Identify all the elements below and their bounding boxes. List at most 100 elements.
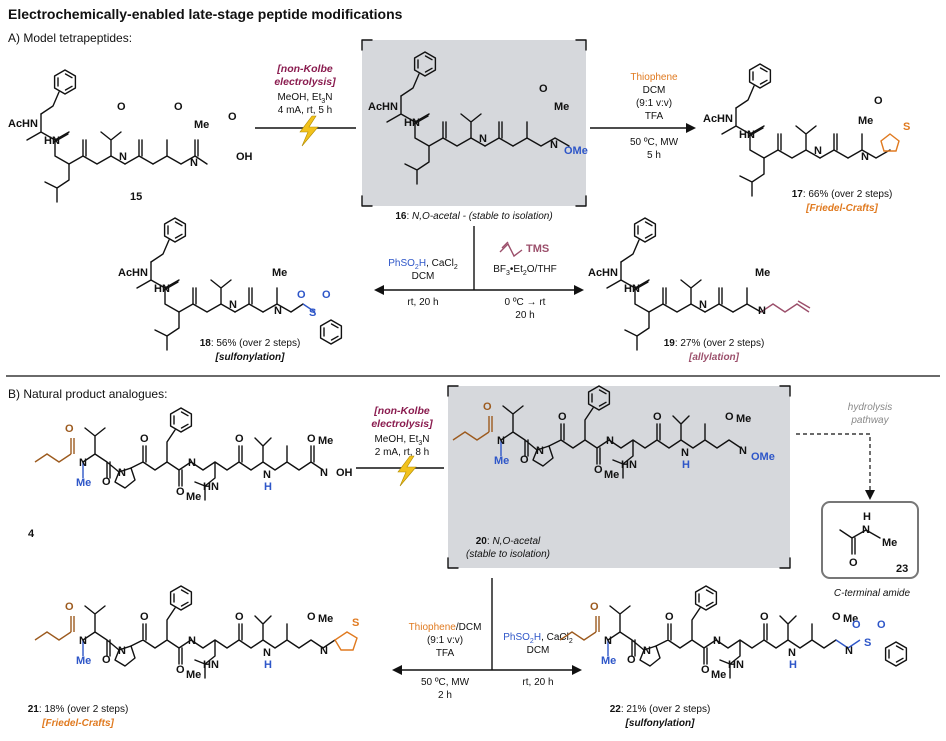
atom-n: N — [862, 524, 870, 536]
atom-o: O — [665, 611, 674, 623]
atom-hn: HN — [728, 659, 744, 671]
cond-a-sulf-line1: PhSO2H, CaCl2 — [388, 258, 458, 271]
cond-b1-line4: 2 mA, rt, 8 h — [375, 447, 429, 458]
atom-me: Me — [736, 413, 751, 425]
cond-b-thio-line4: 50 ºC, MW — [421, 677, 470, 688]
atom-n: N — [604, 635, 612, 647]
atom-o: O — [832, 611, 841, 623]
atom-achn: AcHN — [588, 267, 618, 279]
atom-me: Me — [711, 669, 726, 681]
atom-o: O — [235, 611, 244, 623]
scheme-title: Electrochemically-enabled late-stage pep… — [8, 6, 403, 22]
atom-me: Me — [882, 537, 897, 549]
atom-h: H — [863, 511, 871, 523]
atom-n: N — [79, 635, 87, 647]
atom-hn: HN — [404, 117, 420, 129]
atom-me: Me — [186, 491, 201, 503]
cond-b-thio-line1: Thiophene/DCM — [409, 622, 482, 633]
atom-n: N — [229, 299, 237, 311]
compound-20-label: 20: N,O-acetal — [476, 536, 541, 547]
atom-s: S — [864, 637, 871, 649]
compound-17-tag: [Friedel-Crafts] — [805, 203, 878, 214]
atom-me: Me — [272, 267, 287, 279]
atom-achn: AcHN — [703, 113, 733, 125]
compound-20-structure — [452, 385, 742, 479]
cond-b-sulf-line3: rt, 20 h — [522, 677, 553, 688]
cond-b-sulf-line2: DCM — [527, 645, 550, 656]
atom-n: N — [643, 645, 651, 657]
atom-o: O — [176, 664, 185, 676]
compound-4-label: 4 — [28, 528, 35, 540]
atom-o: O — [174, 101, 183, 113]
atom-n: N — [119, 151, 127, 163]
cond-a-thio-line2: DCM — [643, 85, 666, 96]
thiophene-ring — [880, 133, 900, 152]
atom-n: N — [274, 305, 282, 317]
arrowhead — [686, 123, 696, 133]
arrowhead — [572, 665, 582, 675]
atom-o: O — [877, 619, 886, 631]
atom-me: Me — [494, 455, 509, 467]
atom-me: Me — [186, 669, 201, 681]
atom-n: N — [699, 299, 707, 311]
atom-hn: HN — [739, 129, 755, 141]
atom-o: O — [627, 654, 636, 666]
atom-tms: TMS — [526, 243, 549, 255]
atom-o: O — [594, 464, 603, 476]
section-b-heading: B) Natural product analogues: — [8, 387, 167, 401]
cond-a-thio-line4: TFA — [645, 111, 664, 122]
atom-n: N — [263, 647, 271, 659]
atom-o: O — [539, 83, 548, 95]
atom-me: Me — [76, 655, 91, 667]
atom-h: H — [264, 481, 272, 493]
compound-22-tag: [sulfonylation] — [625, 718, 696, 729]
cond-b1-line2: electrolysis] — [371, 418, 433, 430]
atom-o: O — [235, 433, 244, 445]
compound-21-label: 21: 18% (over 2 steps) — [28, 704, 129, 715]
atom-s: S — [352, 617, 359, 629]
atom-hn: HN — [44, 135, 60, 147]
atom-n: N — [845, 645, 853, 657]
atom-n: N — [188, 635, 196, 647]
compound-18-structure — [137, 218, 343, 350]
compound-15-label: 15 — [130, 191, 142, 203]
compound-15-structure — [27, 70, 208, 202]
cond-a-thio-line5: 50 ºC, MW — [630, 137, 679, 148]
atom-me: Me — [194, 119, 209, 131]
atom-me: Me — [601, 655, 616, 667]
atom-o: O — [725, 411, 734, 423]
atom-n: N — [550, 139, 558, 151]
atom-o: O — [874, 95, 883, 107]
atom-n: N — [118, 645, 126, 657]
compound-17-label: 17: 66% (over 2 steps) — [792, 189, 893, 200]
atom-n: N — [320, 645, 328, 657]
compound-23-box — [821, 501, 919, 579]
atom-o: O — [849, 557, 858, 569]
atom-h: H — [682, 459, 690, 471]
atom-o: O — [102, 654, 111, 666]
atom-me: Me — [858, 115, 873, 127]
atom-achn: AcHN — [118, 267, 148, 279]
atom-me: Me — [604, 469, 619, 481]
allyl-tms-reagent — [499, 242, 523, 258]
atom-o: O — [140, 611, 149, 623]
atom-n: N — [188, 457, 196, 469]
hydrolysis-arrow — [796, 433, 871, 492]
compound-21-structure — [34, 585, 358, 679]
atom-hn: HN — [621, 459, 637, 471]
arrowhead — [574, 285, 584, 295]
atom-n: N — [479, 133, 487, 145]
atom-n: N — [536, 445, 544, 457]
atom-n: N — [713, 635, 721, 647]
hydrolysis-line2: pathway — [850, 415, 889, 426]
atom-achn: AcHN — [368, 101, 398, 113]
compound-23-structure — [839, 529, 881, 555]
atom-n: N — [681, 447, 689, 459]
atom-ome: OMe — [751, 451, 775, 463]
atom-o: O — [228, 111, 237, 123]
atom-o: O — [117, 101, 126, 113]
atom-oh: OH — [236, 151, 253, 163]
atom-hn: HN — [154, 283, 170, 295]
cond-a1-line3: MeOH, Et3N — [277, 92, 332, 105]
